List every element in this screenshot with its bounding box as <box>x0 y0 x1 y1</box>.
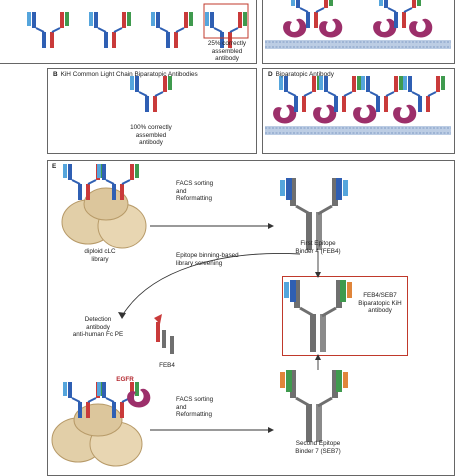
panel-d-title-text: Biparatopic Antibody <box>275 71 334 78</box>
result-antibody <box>284 278 352 354</box>
panel-d-membrane <box>265 75 451 135</box>
facs-top-label: FACS sorting and Reformatting <box>176 180 214 203</box>
feb4-small-label: FEB4 <box>159 362 175 369</box>
arrow-heads <box>118 223 321 433</box>
correct-antibody-box <box>203 3 249 39</box>
feb4-label: First Epitope Binder 4 (FEB4) <box>295 240 341 255</box>
panel-b-letter: B <box>53 71 58 78</box>
yeast-cells-top <box>61 163 147 249</box>
flow-arrows <box>121 225 319 431</box>
kih-antibody <box>129 75 173 113</box>
panel-d-letter: D <box>268 71 273 78</box>
egfr-label: EGFR <box>116 376 134 383</box>
detection-label: Detection antibody anti-human Fc PE <box>72 316 124 339</box>
panel-b <box>47 68 257 154</box>
panel-e-letter: E <box>52 163 57 170</box>
panel-a-caption: 25% correctly assembled antibody <box>207 40 247 63</box>
seb7-antibody <box>280 368 348 444</box>
seb7-label: Second Epitope Binder 7 (SEB7) <box>295 440 341 455</box>
yeast-cells-bottom <box>51 381 151 467</box>
panel-b-caption: 100% correctly assembled antibody <box>130 124 172 147</box>
detection-antibody <box>154 314 174 354</box>
feb4-antibody <box>280 176 348 252</box>
screening-label: Epitope binning-based library screening <box>176 252 239 267</box>
library-label: diploid cLC library <box>84 248 116 263</box>
facs-bottom-label: FACS sorting and Reformatting <box>176 396 214 419</box>
panel-c-membrane <box>265 0 451 49</box>
panel-b-title-text: KiH Common Light Chain Biparatopic Antib… <box>60 71 198 78</box>
result-label: FEB4/SEB7 Biparatopic KiH antibody <box>358 292 402 315</box>
